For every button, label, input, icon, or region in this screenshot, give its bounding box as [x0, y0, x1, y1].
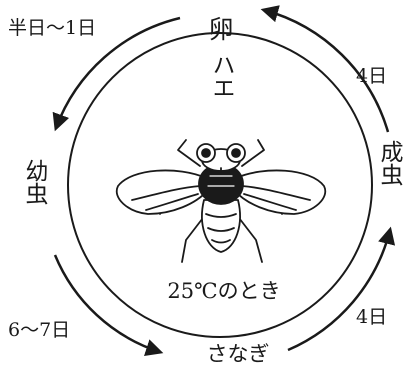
stage-larva-label: 幼虫 — [21, 159, 48, 205]
temperature-condition: 25℃のとき — [167, 279, 280, 303]
organism-title: ハエ — [208, 53, 234, 99]
duration-egg-to-larva: 半日〜1日 — [8, 17, 96, 39]
fly-illustration — [117, 140, 326, 262]
stage-pupa-label: さなぎ — [207, 342, 270, 366]
stage-egg-label: 卵 — [208, 15, 233, 44]
arrow-pupa-to-adult — [288, 230, 390, 350]
stage-adult-label: 成虫 — [376, 140, 404, 186]
duration-pupa-to-adult: 4日 — [356, 306, 387, 328]
duration-adult-to-egg: 4日 — [356, 65, 387, 87]
duration-larva-to-pupa: 6〜7日 — [8, 319, 70, 341]
arrow-larva-to-pupa — [55, 255, 160, 352]
